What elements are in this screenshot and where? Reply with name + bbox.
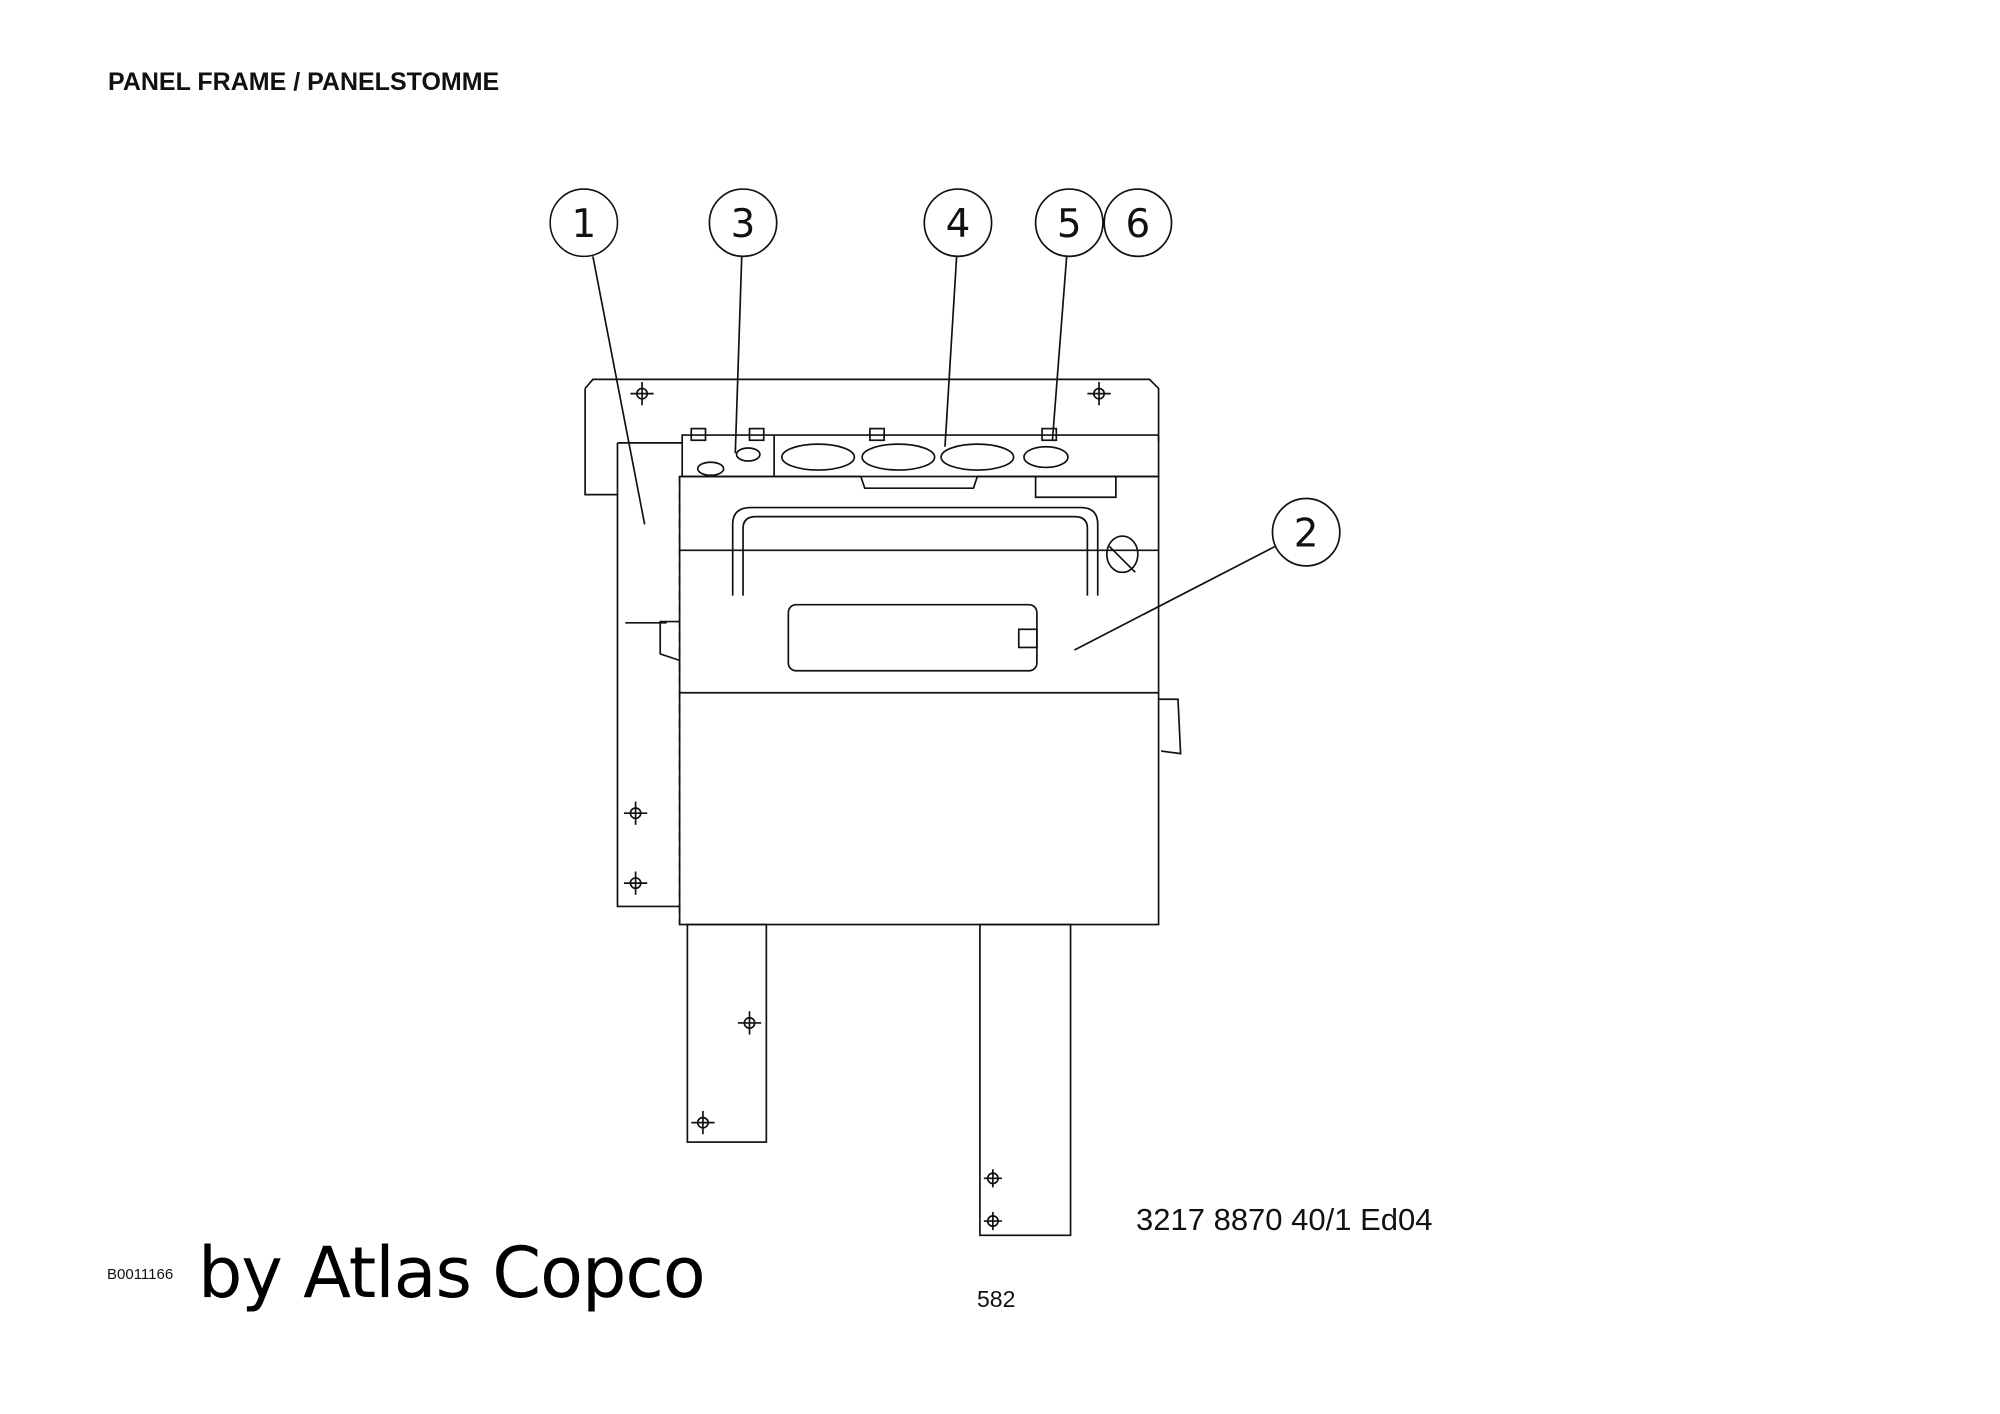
- svg-text:2: 2: [1294, 511, 1319, 556]
- brand-text: by Atlas Copco: [198, 1232, 706, 1314]
- display-window: [787, 603, 1038, 672]
- left-frame: [616, 442, 683, 908]
- drawing-code: B0011166: [107, 1266, 174, 1283]
- callout-4: 4: [923, 188, 993, 258]
- svg-text:1: 1: [571, 202, 596, 247]
- svg-text:3: 3: [731, 202, 756, 247]
- callout-6: 6: [1103, 188, 1173, 258]
- callout-3: 3: [708, 188, 778, 258]
- callout-5: 5: [1034, 188, 1104, 258]
- handle: [731, 506, 1099, 596]
- gland-plate: [681, 434, 1160, 490]
- top-plate: [584, 378, 1160, 496]
- callout-2: 2: [1271, 497, 1341, 567]
- svg-text:5: 5: [1057, 202, 1082, 247]
- left-leg: [686, 923, 768, 1143]
- page-title: PANEL FRAME / PANELSTOMME: [108, 68, 500, 96]
- main-enclosure: [678, 475, 1160, 926]
- svg-text:4: 4: [946, 202, 971, 247]
- svg-text:6: 6: [1126, 202, 1151, 247]
- right-leg: [979, 923, 1072, 1237]
- mounting-holes: [623, 381, 1111, 1231]
- document-number: 3217 8870 40/1 Ed04: [1136, 1202, 1433, 1237]
- callout-1: 1: [549, 188, 619, 258]
- page-number: 582: [977, 1286, 1016, 1312]
